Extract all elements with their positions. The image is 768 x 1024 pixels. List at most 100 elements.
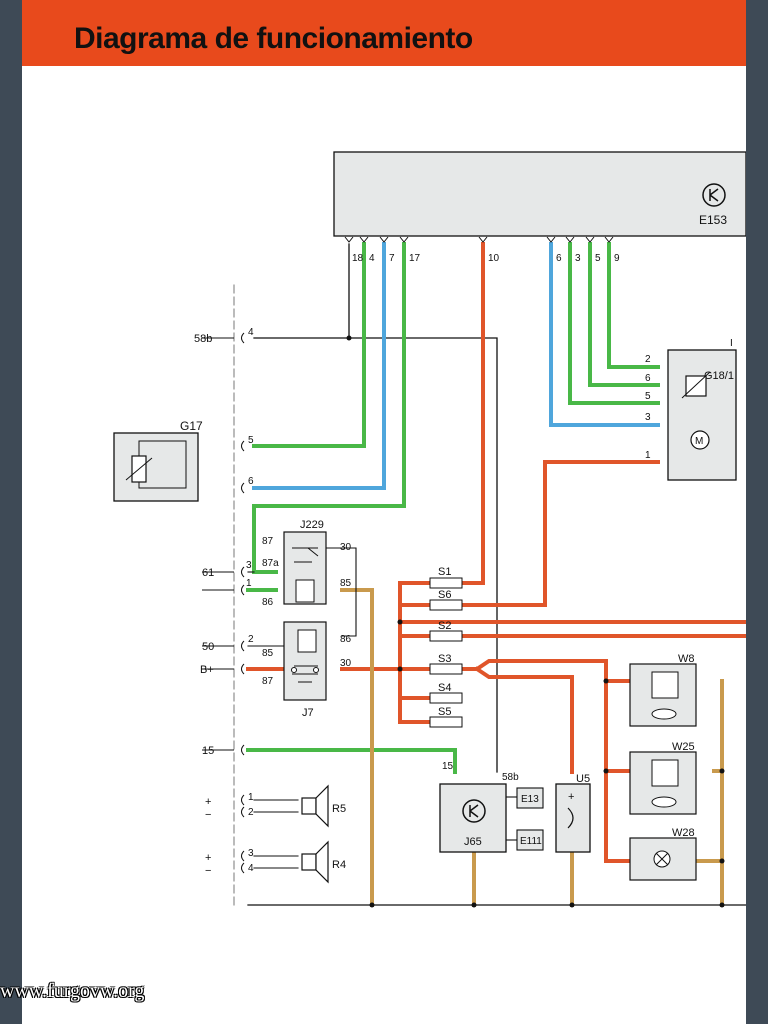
j7-relay: J7 85 87 86 30 — [262, 621, 352, 719]
lamp-switch-icon — [651, 671, 679, 699]
pin-label: 2 — [645, 354, 651, 365]
fuse-s1 — [429, 577, 463, 589]
g17-label: G17 — [180, 419, 203, 433]
w8-lamp: W8 — [629, 653, 697, 727]
wire-blue-e153-6 — [549, 242, 660, 427]
relay-coil-icon — [297, 629, 317, 653]
pin-label: 3 — [248, 848, 254, 859]
fuse-block — [429, 577, 463, 728]
wire-red-s3-out2 — [474, 666, 574, 774]
motor-symbol: M — [695, 436, 703, 447]
r4-label: R4 — [332, 859, 346, 871]
g18-1-label: G18/1 — [704, 370, 734, 382]
s3-label: S3 — [438, 653, 451, 665]
junction-ground-2 — [471, 902, 477, 908]
r5-label: R5 — [332, 803, 346, 815]
speaker-r4: R4 — [301, 840, 346, 884]
s1-label: S1 — [438, 566, 451, 578]
terminal-61: 61 — [202, 567, 214, 579]
pin-label: 85 — [262, 648, 274, 659]
pin-label: 87 — [262, 676, 274, 687]
wire-r5 — [253, 799, 299, 813]
u5-plus: + — [568, 791, 574, 803]
diagram-page: Diagrama de funcionamiento — [22, 0, 746, 1024]
junction-red-bus — [397, 619, 403, 625]
wire-58b — [253, 337, 498, 773]
g18-corner-label: I — [730, 338, 733, 349]
pin-label: 7 — [389, 253, 395, 264]
speaker-r5: R5 — [301, 784, 346, 828]
w25-lamp: W25 — [629, 741, 697, 815]
pin-label: 1 — [645, 450, 651, 461]
pin-label: 18 — [352, 253, 364, 264]
transistor-icon — [462, 799, 486, 823]
pin-label: 3 — [575, 253, 581, 264]
pin-label: 85 — [340, 578, 352, 589]
pin-label: 3 — [246, 560, 252, 571]
j7-label: J7 — [302, 707, 314, 719]
g17-sensor: G17 — [113, 419, 203, 502]
pin-label: 15 — [442, 761, 454, 772]
j229-relay: J229 87 87a 86 30 85 — [262, 519, 352, 608]
wire-green-e153-3 — [568, 242, 660, 405]
pin-label: 6 — [556, 253, 562, 264]
s2-label: S2 — [438, 620, 451, 632]
u5-socket: U5 + — [555, 773, 591, 853]
junction-58b — [346, 335, 352, 341]
terminal-b-plus: B+ — [200, 664, 214, 676]
pin-label: 6 — [645, 373, 651, 384]
watermark-text: www.furgovw.org — [0, 980, 145, 1002]
page-title: Diagrama de funcionamiento — [74, 22, 473, 55]
terminal-15: 15 — [202, 745, 214, 757]
wire-green-e153-17 — [252, 242, 406, 574]
e13-label: E13 — [521, 794, 539, 805]
speaker-minus: − — [205, 809, 211, 821]
j229-label: J229 — [300, 519, 324, 531]
junction-ground-4 — [719, 902, 725, 908]
junction-w28-ground — [719, 858, 725, 864]
pin-label: 5 — [645, 391, 651, 402]
fuse-s6 — [429, 599, 463, 611]
junction-w8 — [603, 678, 609, 684]
fuse-s4 — [429, 692, 463, 704]
pin-label: 9 — [614, 253, 620, 264]
s4-label: S4 — [438, 682, 451, 694]
pin-label: 58b — [502, 772, 519, 783]
relay-coil-icon — [295, 579, 315, 603]
pin-label: 4 — [248, 863, 254, 874]
wire-green-15 — [246, 748, 457, 774]
e111-box — [516, 829, 544, 851]
fuse-s5 — [429, 716, 463, 728]
u5-label: U5 — [576, 773, 590, 785]
pin-label: 1 — [246, 578, 252, 589]
junction-w25-ground — [719, 768, 725, 774]
pin-label: 10 — [488, 253, 500, 264]
pin-label: 6 — [248, 476, 254, 487]
wire-blue-e153-7 — [252, 242, 386, 490]
pin-label: 30 — [340, 542, 352, 553]
pin-label: 3 — [645, 412, 651, 423]
title-banner — [22, 0, 746, 66]
junction-ground-3 — [569, 902, 575, 908]
speaker-plus: + — [205, 852, 211, 864]
wiring-diagram: E153 18 4 7 17 10 6 3 5 9 G17 I G18/1 — [113, 151, 746, 908]
pin-label: 30 — [340, 658, 352, 669]
transistor-icon — [702, 183, 726, 207]
wire-green-e153-4 — [252, 242, 366, 448]
j65-label: J65 — [464, 836, 482, 848]
wire-green-e153-5 — [588, 242, 660, 387]
j65-module: J65 15 58b E13 E111 — [439, 761, 544, 853]
pin-label: 5 — [248, 435, 254, 446]
wire-red-s6-out — [460, 460, 660, 607]
lamp-icon — [651, 796, 677, 808]
fuse-s2 — [429, 630, 463, 642]
wire-r4 — [253, 855, 299, 869]
pin-label: 4 — [369, 253, 375, 264]
pin-label: 2 — [248, 807, 254, 818]
pin-label: 5 — [595, 253, 601, 264]
speaker-plus: + — [205, 796, 211, 808]
e111-label: E111 — [520, 836, 542, 847]
pin-label: 87 — [262, 536, 274, 547]
speaker-minus: − — [205, 865, 211, 877]
pin-label: 2 — [248, 634, 254, 645]
